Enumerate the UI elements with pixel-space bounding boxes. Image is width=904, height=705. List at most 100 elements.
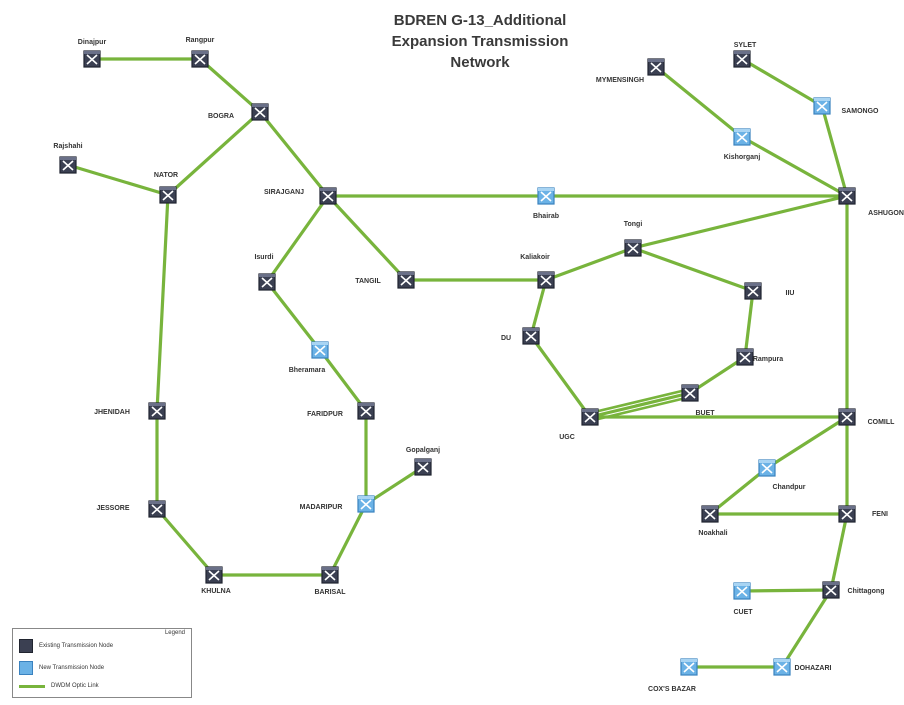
legend-row-new: New Transmission Node	[19, 661, 104, 675]
link-barisal-madaripur	[328, 502, 368, 577]
node-label-kaliakoir: Kaliakoir	[520, 254, 550, 261]
node-coxsbazar: COX'S BAZAR	[648, 658, 698, 693]
node-label-comilla: COMILL	[868, 419, 896, 426]
link-natore-jhenidah	[155, 193, 170, 413]
node-label-sunamganj: SAMONGO	[842, 108, 880, 115]
link-rampura-buet	[688, 355, 747, 395]
link-rangpur-bogra	[198, 57, 262, 114]
link-ugc-buet-parallel-2	[593, 394, 695, 422]
node-label-bhemramara: Bheramara	[289, 367, 326, 374]
title-line-3: Network	[450, 54, 510, 71]
node-du: DU	[501, 327, 540, 345]
node-label-coxsbazar: COX'S BAZAR	[648, 686, 696, 693]
node-label-ishwardi: Isurdi	[254, 254, 273, 261]
node-sunamganj: SAMONGO	[813, 97, 880, 115]
node-label-jhenidah: JHENIDAH	[94, 409, 130, 416]
legend-existing-label: Existing Transmission Node	[39, 643, 114, 649]
link-rajshahi-natore	[66, 163, 170, 197]
node-cuet: CUET	[733, 582, 753, 616]
node-label-rajshahi: Rajshahi	[53, 143, 82, 150]
node-mymensingh: MYMENSINGH	[596, 58, 665, 84]
node-madaripur: MADARIPUR	[300, 495, 375, 513]
node-dohazari: DOHAZARI	[773, 658, 832, 676]
diagram-title: BDREN G-13_Additional Expansion Transmis…	[330, 10, 630, 73]
title-line-2: Expansion Transmission	[391, 33, 569, 50]
node-feni: FENI	[838, 505, 888, 523]
node-bogra: BOGRA	[208, 103, 269, 121]
node-jhenidah: JHENIDAH	[94, 402, 166, 420]
link-mymensingh-kishorganj	[654, 65, 744, 139]
link-chittagong-cuet	[740, 588, 833, 593]
node-label-cuet: CUET	[733, 609, 753, 616]
node-label-du: DU	[501, 335, 511, 342]
node-label-rangpur: Rangpur	[186, 37, 215, 44]
node-label-natore: NATOR	[154, 172, 178, 179]
node-rampura: Rampura	[736, 348, 783, 366]
link-kaliakoir-du	[529, 278, 548, 338]
node-sirajganj: SIRAJGANJ	[264, 187, 337, 205]
legend-link-label: DWDM Optic Link	[51, 683, 99, 689]
node-kaliakoir: Kaliakoir	[520, 254, 555, 289]
node-label-chandpur: Chandpur	[772, 484, 805, 491]
existing-node-swatch	[19, 639, 33, 653]
link-tongi-iiu	[631, 246, 755, 293]
node-kishorganj: Kishorganj	[724, 128, 761, 161]
title-line-1: BDREN G-13_Additional	[393, 12, 567, 29]
node-ashuganj: ASHUGONJ	[838, 187, 904, 217]
legend-title: Legend	[164, 630, 185, 636]
node-label-jessore: JESSORE	[96, 505, 129, 512]
node-label-tangail: TANGIL	[355, 278, 381, 285]
link-kaliakoir-tongi	[544, 246, 635, 282]
link-du-ugc	[529, 334, 592, 419]
link-tongi-ashuganj	[631, 194, 849, 250]
node-label-faridpur: FARIDPUR	[307, 411, 343, 418]
link-sirajganj-tangail	[326, 194, 408, 282]
node-label-ashuganj: ASHUGONJ	[868, 210, 904, 217]
link-swatch	[19, 684, 45, 688]
node-khulna: KHULNA	[201, 566, 231, 595]
node-faridpur: FARIDPUR	[307, 402, 375, 420]
link-bogra-natore	[166, 110, 262, 197]
node-label-khulna: KHULNA	[201, 588, 231, 595]
node-comilla: COMILL	[838, 408, 896, 426]
link-feni-chittagong	[829, 512, 849, 592]
node-label-madaripur: MADARIPUR	[300, 504, 343, 511]
link-faridpur-bhemramara	[318, 348, 368, 413]
link-buet-ugc	[588, 391, 692, 419]
node-label-iiu: IIU	[786, 290, 795, 297]
node-rangpur: Rangpur	[186, 37, 215, 68]
node-label-rampura: Rampura	[753, 356, 783, 363]
node-label-chittagong: Chittagong	[848, 588, 885, 595]
node-tangail: TANGIL	[355, 271, 415, 289]
node-bhairab: Bhairab	[533, 187, 559, 220]
links-layer	[66, 57, 849, 669]
link-sylhet-sunamganj	[740, 57, 824, 108]
node-label-sylhet: SYLET	[734, 42, 757, 49]
node-tongi: Tongi	[624, 221, 642, 257]
link-comilla-chandpur	[765, 415, 849, 470]
node-barisal: BARISAL	[314, 566, 346, 596]
node-label-bogra: BOGRA	[208, 113, 234, 120]
link-bogra-sirajganj	[258, 110, 330, 198]
node-chittagong: Chittagong	[822, 581, 885, 599]
link-iiu-rampura	[743, 289, 755, 359]
node-label-mymensingh: MYMENSINGH	[596, 77, 644, 84]
link-bhemramara-ishwardi	[265, 280, 322, 352]
node-noakhali: Noakhali	[698, 505, 728, 537]
legend-row-link: DWDM Optic Link	[19, 679, 99, 693]
new-node-swatch	[19, 661, 33, 675]
node-label-kishorganj: Kishorganj	[724, 154, 761, 161]
node-ugc: UGC	[559, 408, 599, 441]
node-label-dohazari: DOHAZARI	[795, 665, 832, 672]
node-dinajpur: Dinajpur	[78, 39, 106, 68]
node-rajshahi: Rajshahi	[53, 143, 83, 174]
legend-new-label: New Transmission Node	[39, 665, 105, 671]
node-chandpur: Chandpur	[758, 459, 806, 491]
node-label-feni: FENI	[872, 511, 888, 518]
node-label-bhairab: Bhairab	[533, 213, 559, 220]
node-natore: NATOR	[154, 172, 178, 204]
link-sunamganj-ashuganj	[820, 104, 849, 198]
